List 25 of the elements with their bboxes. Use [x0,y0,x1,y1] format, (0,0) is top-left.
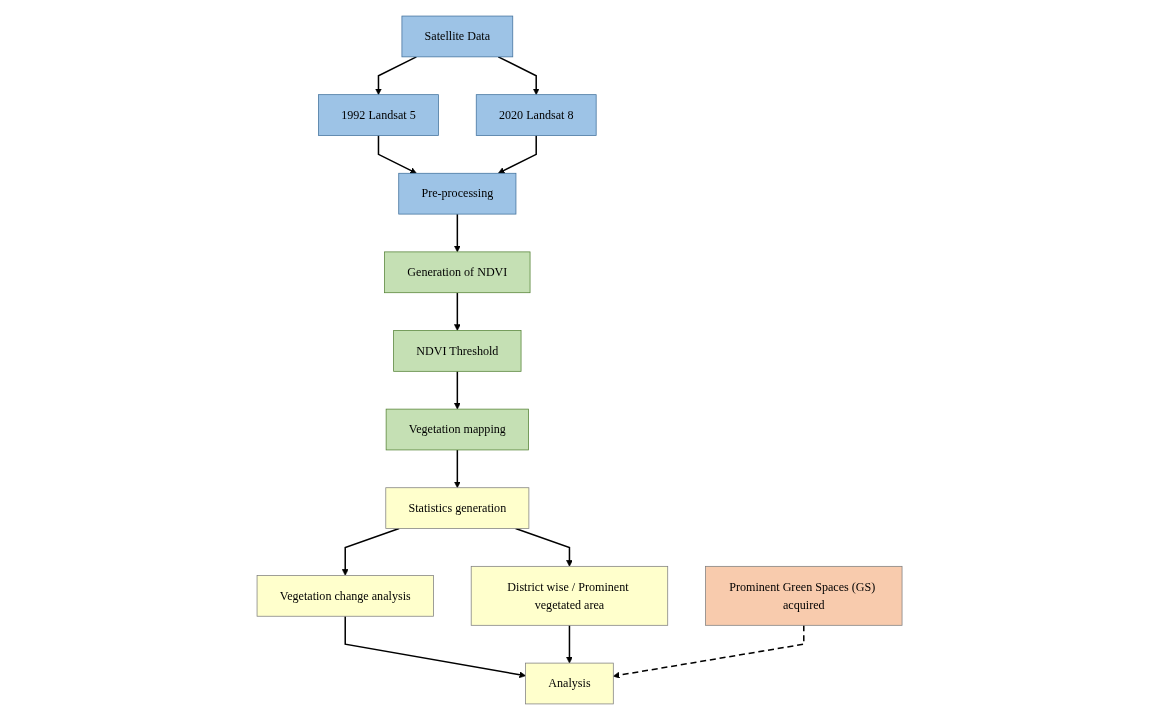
node-box: 1992 Landsat 5 [318,94,439,136]
arrow [377,134,417,174]
node-box: District wise / Prominent vegetated area [470,566,669,626]
node-box: Statistics generation [385,487,530,529]
node-box: 2020 Landsat 8 [475,94,597,136]
node-box: Pre-processing [398,172,517,215]
arrow [453,449,461,489]
arrow [344,615,526,679]
arrow [453,213,461,253]
node-box: Satellite Data [401,15,514,58]
node-box: Vegetation change analysis [256,575,434,617]
node-box: Prominent Green Spaces (GS) acquired [705,566,903,626]
arrow [497,56,540,95]
arrow [453,291,461,331]
node-box: Analysis [525,662,614,705]
node-box: NDVI Threshold [393,330,522,372]
arrow [497,134,537,174]
node-box: Vegetation mapping [385,408,529,451]
arrow [566,624,573,664]
arrow [375,56,418,95]
arrow [453,370,461,410]
arrow [341,527,400,576]
arrow [514,527,573,567]
node-box: Generation of NDVI [384,251,531,294]
arrow [612,624,805,679]
